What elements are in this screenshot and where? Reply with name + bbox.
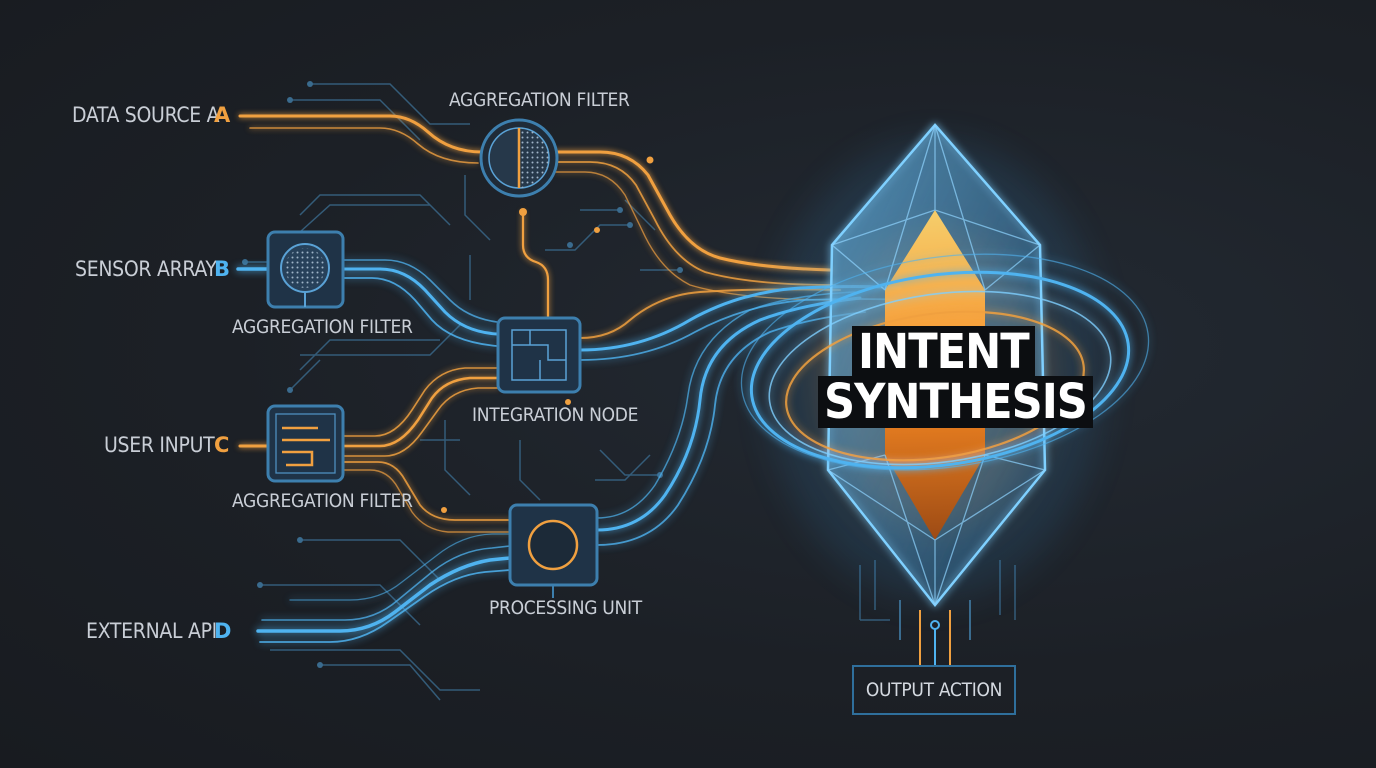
source-letter-c: C <box>214 433 230 457</box>
aggregation-filter-low-node <box>266 404 345 483</box>
integration-node-label: INTEGRATION NODE <box>472 404 639 426</box>
output-action-label: OUTPUT ACTION <box>865 679 1003 701</box>
output-traces <box>899 600 971 665</box>
intent-title-line1: INTENT <box>852 326 1035 378</box>
swirl-rings <box>740 253 1150 471</box>
source-label-c: USER INPUT <box>104 433 215 457</box>
source-letter-d: D <box>214 619 232 643</box>
integration-node <box>496 316 582 394</box>
source-letter-a: A <box>214 103 231 127</box>
aggregation-filter-top-node <box>479 118 559 198</box>
intent-title-line2: SYNTHESIS <box>818 376 1093 428</box>
trace-dots <box>242 81 683 668</box>
source-label-b: SENSOR ARRAY <box>75 257 217 281</box>
aggregation-filter-mid-label: AGGREGATION FILTER <box>232 316 413 338</box>
source-letter-b: B <box>214 257 231 281</box>
orange-flows <box>238 114 841 533</box>
aggregation-filter-low-label: AGGREGATION FILTER <box>232 490 413 512</box>
source-label-d: EXTERNAL API <box>86 619 217 643</box>
source-label-a: DATA SOURCE A <box>72 103 220 127</box>
processing-unit-node <box>508 503 599 598</box>
aggregation-filter-top-label: AGGREGATION FILTER <box>449 89 630 111</box>
processing-unit-label: PROCESSING UNIT <box>489 597 642 619</box>
aggregation-filter-mid-node <box>266 230 345 309</box>
output-action-box: OUTPUT ACTION <box>852 665 1016 715</box>
